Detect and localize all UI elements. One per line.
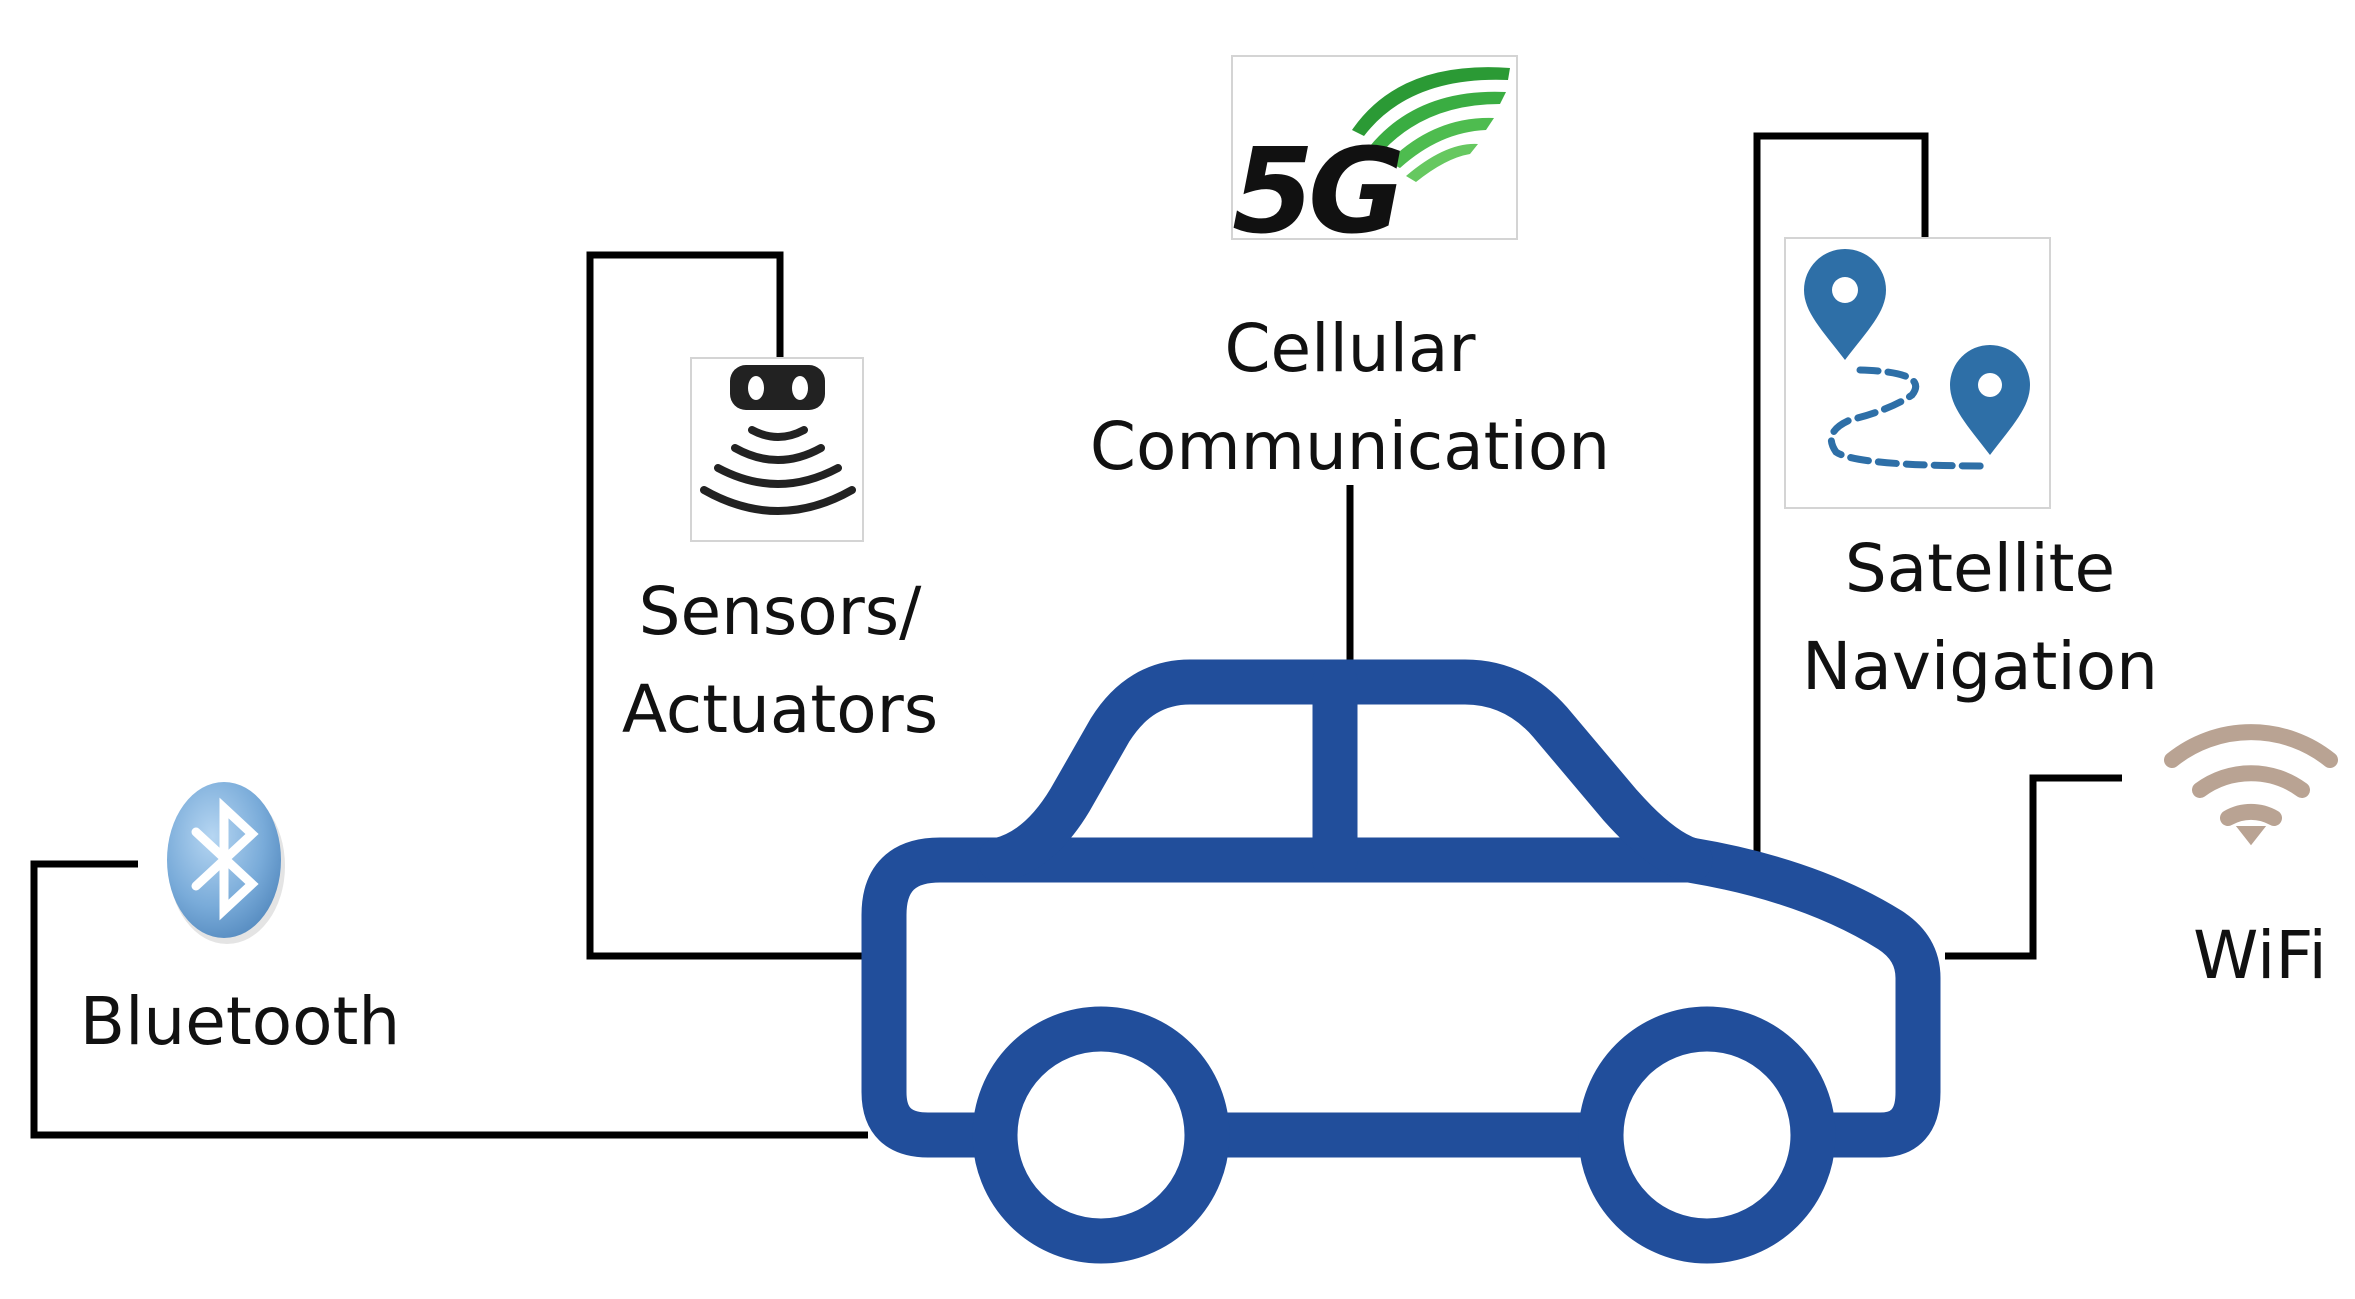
bluetooth-rune [191, 797, 259, 921]
cellular-communication-label: Cellular Communication [1050, 300, 1650, 496]
wifi-arc-outer [2164, 724, 2338, 768]
map-route-path [1827, 366, 1994, 470]
sensor-eye-left [748, 376, 764, 400]
map-pin-start-hole [1832, 277, 1858, 303]
satellite-navigation-label: Satellite Navigation [1740, 520, 2220, 716]
sensors-label-line-1: Sensors/ [638, 573, 922, 650]
sensors-actuators-label: Sensors/ Actuators [580, 563, 980, 759]
5g-arc-2 [1370, 91, 1506, 152]
car-icon [861, 659, 1941, 1264]
wifi-label: WiFi [2193, 917, 2327, 994]
sensor-eye-right [792, 376, 808, 400]
5g-arc-3 [1388, 117, 1494, 168]
sensor-icon [690, 357, 864, 542]
sensor-wave-1 [748, 426, 808, 441]
map-pin-start [1804, 249, 1886, 360]
wifi-icon [2164, 724, 2338, 846]
5g-logo-icon: 5G [1231, 55, 1518, 260]
5g-logo-text: 5G [1232, 122, 1400, 260]
connector-satellite [1753, 132, 1929, 870]
satellite-label-line-2: Navigation [1802, 628, 2158, 705]
connector-wifi [1945, 774, 2122, 960]
car-wheel-front [972, 1006, 1230, 1264]
cellular-label-line-2: Communication [1089, 408, 1611, 485]
car-wheel-rear [1578, 1006, 1836, 1264]
wifi-arc-middle [2192, 765, 2310, 798]
sensor-wave-4 [700, 486, 856, 515]
satellite-label-line-1: Satellite [1844, 530, 2116, 607]
car-body-outline [861, 837, 1941, 1158]
bluetooth-icon [167, 782, 285, 944]
connector-lines [30, 132, 2122, 1139]
map-pin-end [1950, 345, 2030, 455]
wifi-arc-inner [2220, 803, 2282, 826]
connector-bluetooth [30, 860, 868, 1139]
bluetooth-label: Bluetooth [79, 983, 401, 1060]
connector-sensors [586, 251, 868, 960]
wifi-dot [2235, 826, 2267, 846]
sensor-wave-3 [714, 464, 842, 488]
map-route-icon [1784, 237, 2051, 509]
5g-arc-1 [1352, 67, 1510, 136]
5g-arc-4 [1406, 143, 1478, 182]
sensors-label-line-2: Actuators [621, 671, 939, 748]
cellular-label-line-1: Cellular [1224, 310, 1476, 387]
sensor-head [730, 365, 825, 410]
map-pin-end-hole [1978, 373, 2002, 397]
sensor-wave-2 [731, 444, 825, 464]
